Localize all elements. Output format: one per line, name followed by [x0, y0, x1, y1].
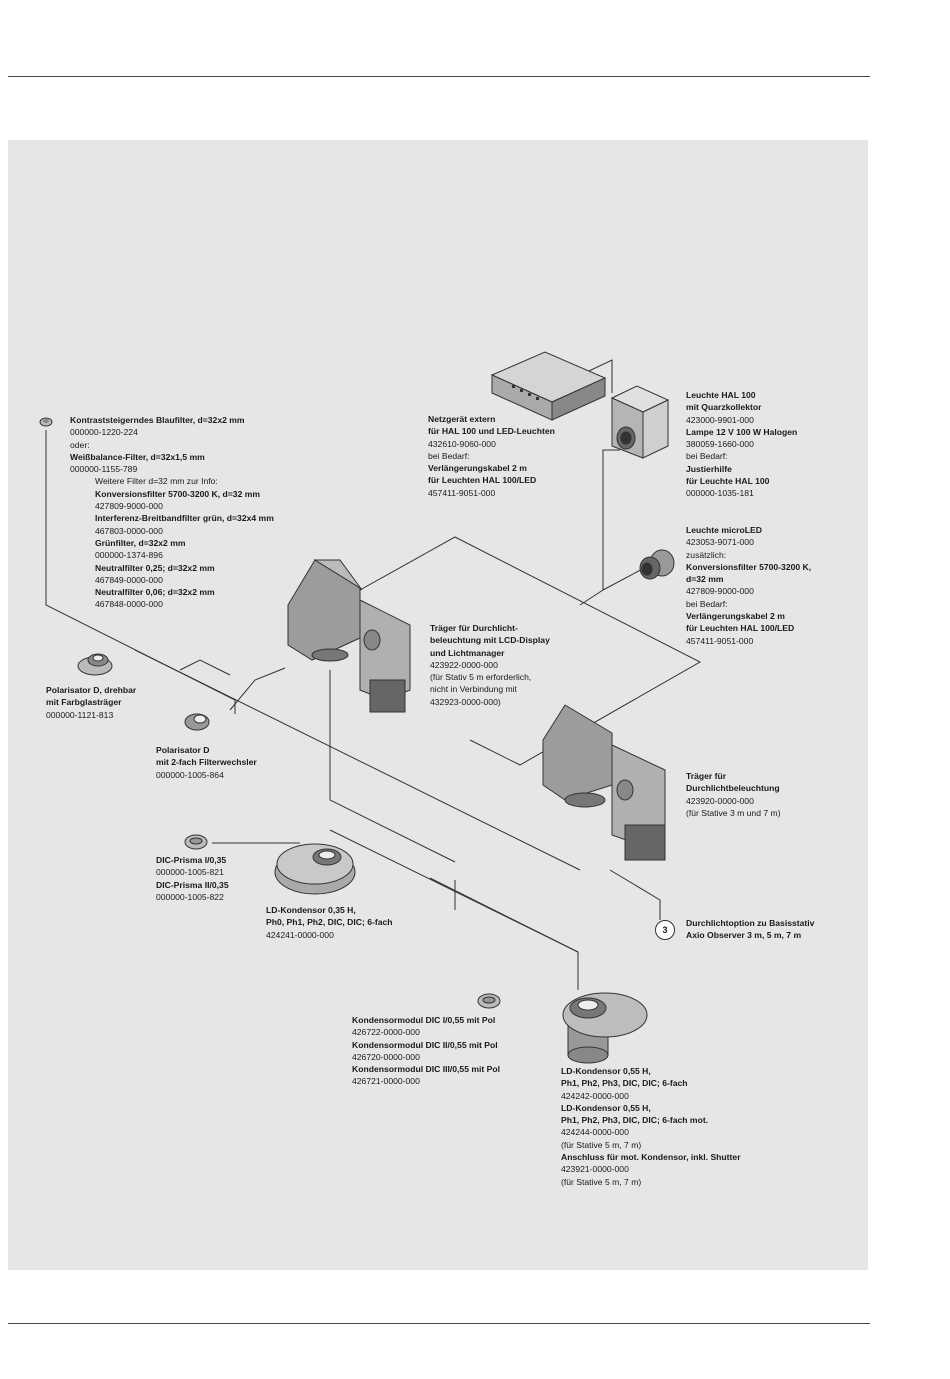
condenser-module-icon	[477, 993, 501, 1009]
ld-condenser-055-icon	[562, 992, 648, 1064]
polarisator-d-icon	[184, 713, 210, 731]
polarisator-d-label: Polarisator D mit 2-fach Filterwechsler …	[156, 745, 257, 780]
connector-hal	[579, 449, 620, 606]
microled-lamp-icon	[639, 549, 675, 580]
connector-carrier-lcd-network	[179, 659, 231, 676]
ld-kondensor-055-label: LD-Kondensor 0,55 H, Ph1, Ph2, Ph3, DIC,…	[561, 1066, 741, 1187]
connector-center-mid	[329, 670, 456, 863]
polarisator-drehbar-label: Polarisator D, drehbar mit Farbglasträge…	[46, 685, 137, 720]
connector-diamond	[359, 536, 702, 766]
bottom-rule	[8, 1323, 870, 1324]
filter-label: Kontraststeigerndes Blaufilter, d=32x2 m…	[70, 415, 274, 610]
hal100-label: Leuchte HAL 100 mit Quarzkollektor 42300…	[686, 390, 798, 499]
connector-polarisator	[134, 649, 581, 871]
polarisator-rotatable-icon	[77, 653, 113, 676]
connector-traeger-option	[609, 869, 661, 920]
connector-left-diamond	[229, 667, 286, 711]
filter-disc-icon	[39, 417, 53, 427]
ld-kondensor-035-label: LD-Kondensor 0,35 H, Ph0, Ph1, Ph2, DIC,…	[266, 905, 393, 940]
power-supply-icon	[490, 351, 607, 421]
connector-lower-cond	[429, 877, 579, 953]
hal100-lamp-icon	[610, 385, 670, 459]
top-rule	[8, 76, 870, 77]
durchlichtoption-label: Durchlichtoption zu Basisstativ Axio Obs…	[686, 918, 815, 941]
carrier-lcd-icon	[287, 559, 411, 713]
diagram-panel	[8, 140, 868, 1270]
kondensormodul-label: Kondensormodul DIC I/0,55 mit Pol 426722…	[352, 1015, 501, 1087]
ld-condenser-035-icon	[274, 843, 356, 895]
netzgeraet-label: Netzgerät extern für HAL 100 und LED-Leu…	[428, 414, 555, 498]
carrier-icon	[542, 704, 666, 861]
traeger-lcd-label: Träger für Durchlicht- beleuchtung mit L…	[430, 623, 550, 707]
microled-label: Leuchte microLED 423053-9071-000 zusätzl…	[686, 525, 812, 646]
traeger-label: Träger für Durchlichtbeleuchtung 423920-…	[686, 771, 781, 818]
option-number-badge: 3	[655, 920, 675, 940]
dic-prisma-label: DIC-Prisma I/0,35 000000-1005-821 DIC-Pr…	[156, 855, 229, 902]
dic-prisma-icon	[184, 834, 208, 850]
